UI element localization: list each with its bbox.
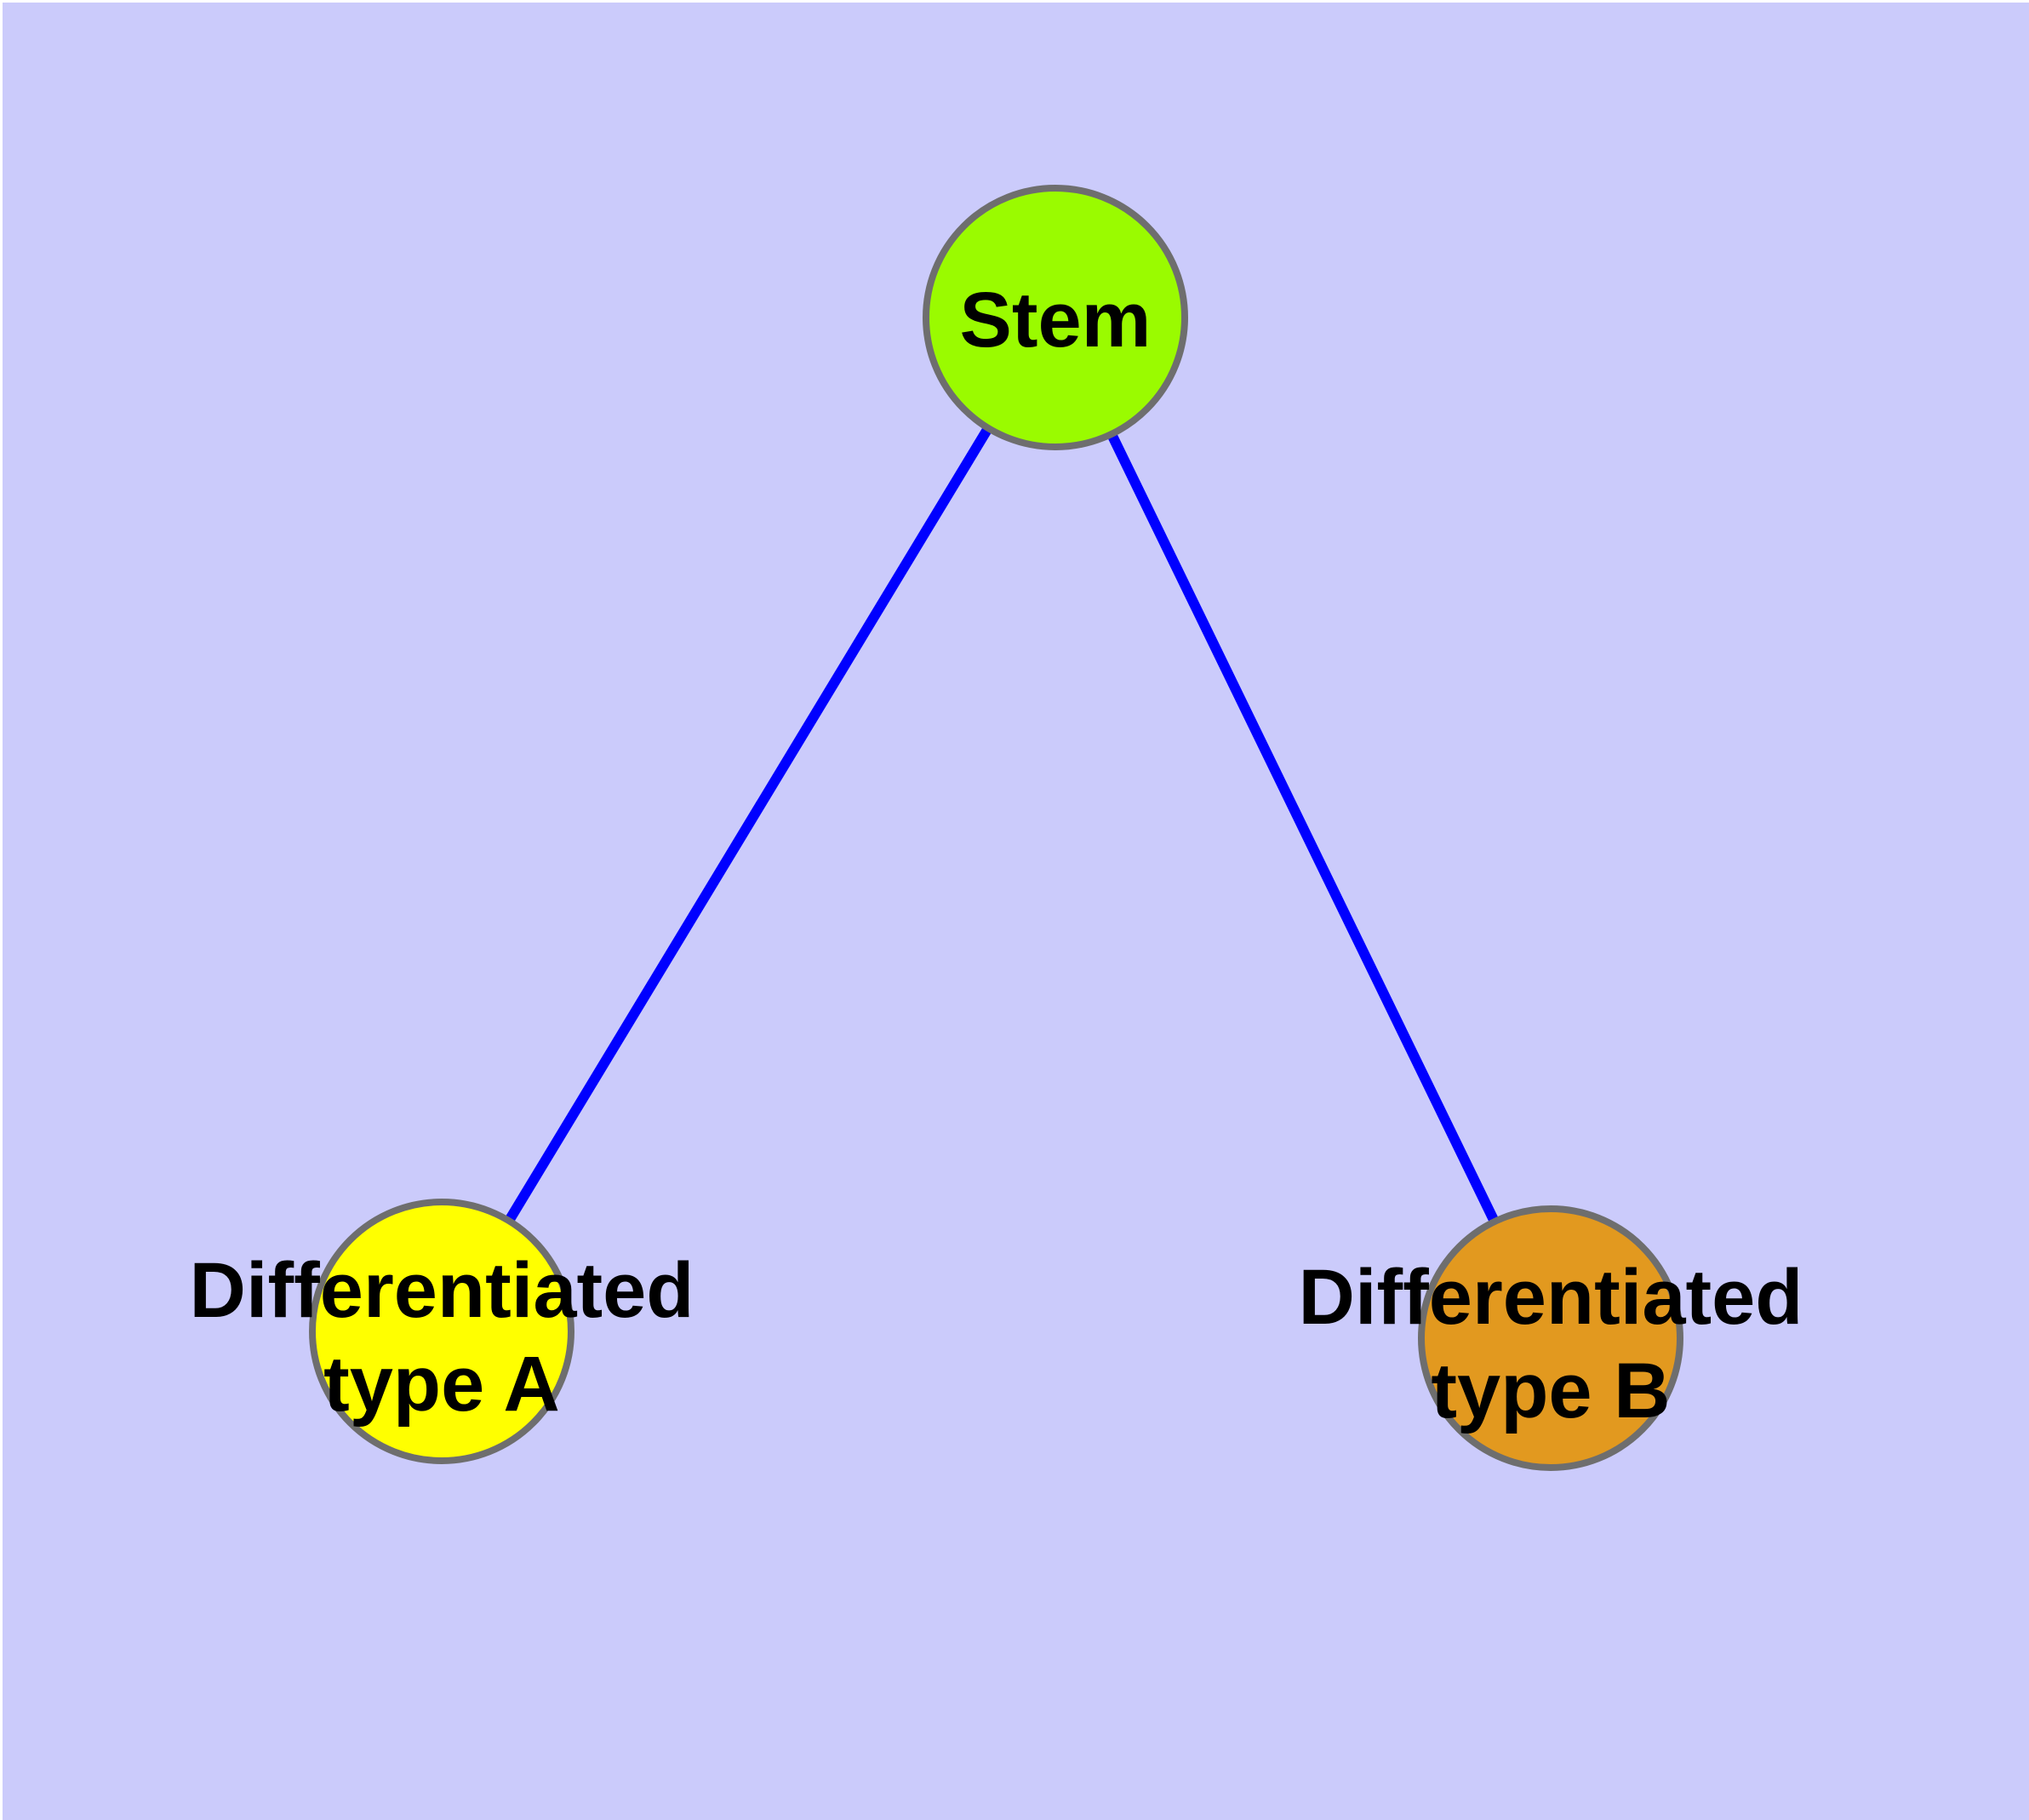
node-type-b-circle bbox=[1418, 1205, 1683, 1471]
node-stem-circle bbox=[923, 185, 1188, 450]
edge-stem-to-type-a bbox=[504, 425, 993, 1224]
node-type-b-label-line1: Differentiated bbox=[1299, 1254, 1803, 1341]
node-stem-label: Stem bbox=[960, 277, 1152, 363]
edge-stem-to-type-b bbox=[1106, 432, 1500, 1224]
node-type-a-circle bbox=[309, 1199, 574, 1464]
node-type-a-label-line2: type A bbox=[323, 1341, 560, 1428]
node-type-a-label-line1: Differentiated bbox=[190, 1247, 694, 1334]
node-type-b-label-line2: type B bbox=[1431, 1348, 1670, 1434]
